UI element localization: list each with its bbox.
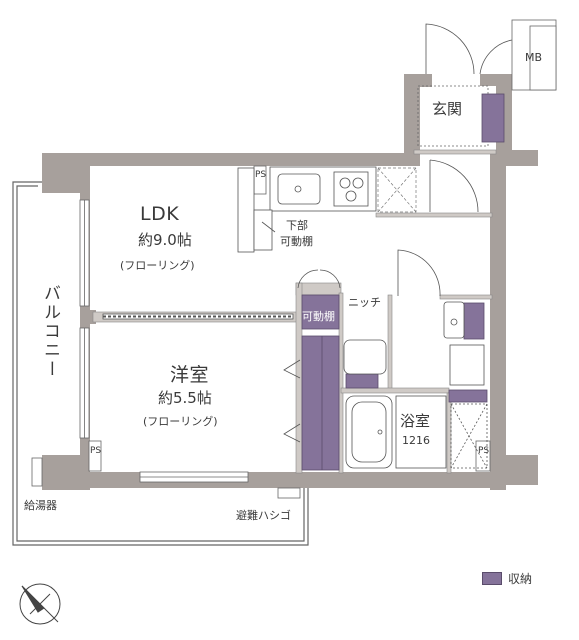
- storage-areas: [301, 93, 505, 471]
- balcony-windows: [79, 199, 249, 483]
- entrance-name: 玄関: [432, 100, 463, 118]
- sliding-partition: [102, 313, 294, 320]
- under-shelf-line1: 下部: [286, 219, 308, 232]
- ldk-size: 約9.0帖: [138, 231, 192, 249]
- western-room-floor: (フローリング): [143, 415, 218, 428]
- compass-icon: [19, 583, 61, 625]
- bath-fixtures: [343, 301, 488, 469]
- niche-label: ニッチ: [348, 296, 381, 309]
- water-heater-label: 給湯器: [24, 499, 57, 512]
- ps-label-western: PS: [90, 446, 102, 456]
- escape-ladder-label: 避難ハシゴ: [236, 509, 291, 522]
- entrance-area: [417, 19, 557, 147]
- western-room-size: 約5.5帖: [158, 389, 212, 407]
- exterior-walls: [42, 74, 538, 490]
- ps-boxes: [88, 165, 491, 472]
- storage-legend-label: 収納: [508, 572, 533, 586]
- storage-legend-swatch: [482, 572, 502, 585]
- balcony-outline: [12, 181, 309, 546]
- balcony-name: バルコニー: [40, 284, 60, 379]
- ldk-floor: (フローリング): [120, 259, 195, 272]
- outdoor-equipment: [31, 457, 301, 499]
- fridge-space: [377, 167, 417, 213]
- bath-size: 1216: [402, 434, 430, 447]
- western-room-name: 洋室: [170, 364, 210, 386]
- bath-name: 浴室: [400, 412, 431, 430]
- under-shelf-line2: 可動棚: [280, 235, 313, 248]
- kitchen-counter: [237, 166, 377, 253]
- mb-label: MB: [525, 51, 543, 64]
- ps-label-kitchen: PS: [255, 170, 267, 180]
- ps-label-bath: PS: [478, 446, 490, 456]
- movable-shelf-label: 可動棚: [302, 310, 335, 323]
- ldk-name: LDK: [140, 203, 180, 225]
